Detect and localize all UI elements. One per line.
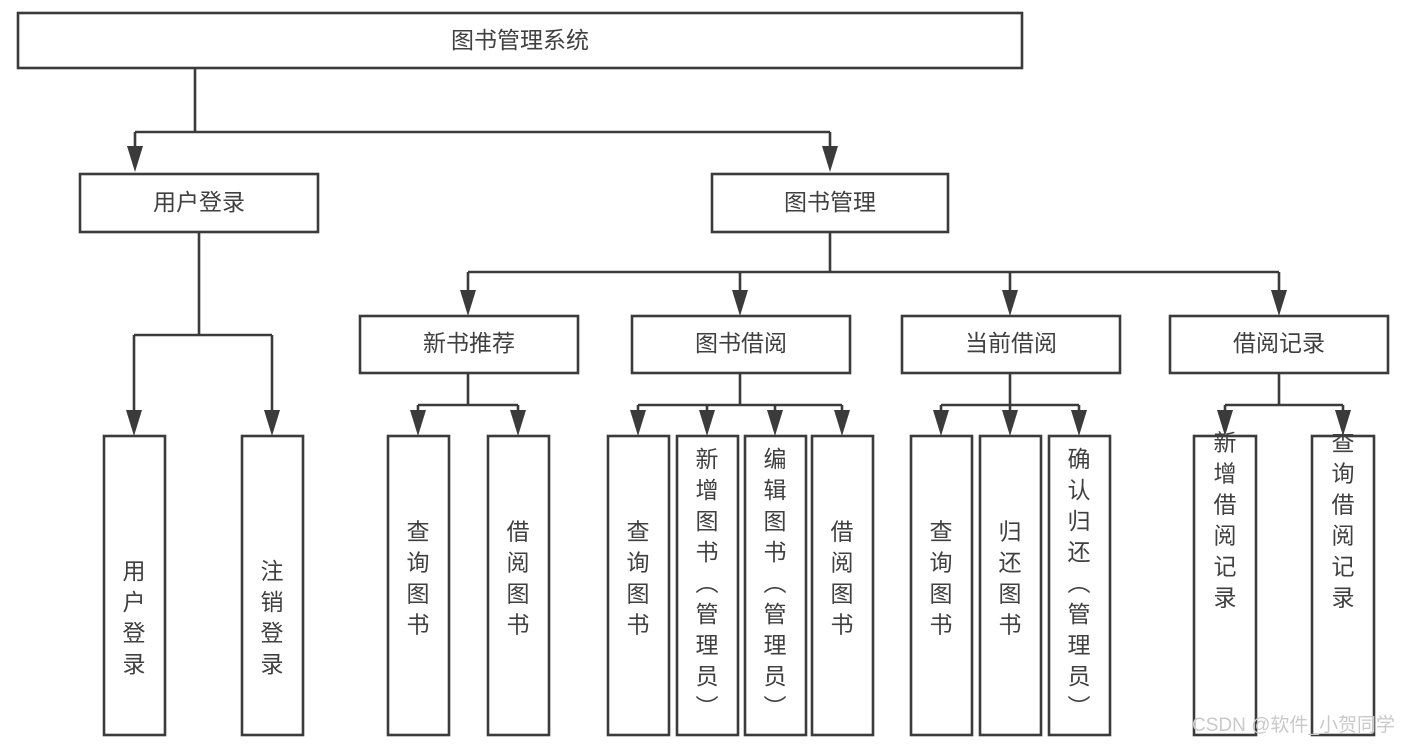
leaf-current-borrow-0-label: 查询图书	[930, 519, 953, 638]
leaf-user-login-0-label: 用户登录	[123, 558, 146, 677]
leaf-book-borrow-2-label: 编辑图书︵管理员︶	[764, 446, 787, 720]
node-current-borrow-label: 当前借阅	[965, 330, 1057, 356]
leaf-current-borrow-1-box[interactable]	[978, 434, 1043, 737]
node-borrow-record-box[interactable]	[1168, 314, 1390, 375]
arrow-user-login-leaf-0-icon	[126, 410, 142, 436]
arrow-root-to-user-login-icon	[127, 146, 143, 172]
arrow-borrow-leaf-0-icon	[630, 410, 646, 436]
node-user-login-box[interactable]	[78, 172, 320, 234]
leaf-current-borrow-2[interactable]: 确认归还︵管理员︶	[1047, 434, 1112, 737]
leaf-user-login-0-box[interactable]	[102, 434, 167, 737]
leaf-new-book-recommend-0-box[interactable]	[386, 434, 451, 737]
arrow-recommend-leaf-0-icon	[410, 410, 426, 436]
leaf-current-borrow-1[interactable]: 归还图书	[978, 434, 1043, 737]
node-root[interactable]: 图书管理系统	[16, 11, 1024, 70]
node-borrow-record[interactable]: 借阅记录	[1168, 314, 1390, 375]
arrow-current-leaf-0-icon	[933, 410, 949, 436]
arrow-root-to-book-mgmt-icon	[822, 146, 838, 172]
leaf-book-borrow-0-label: 查询图书	[627, 519, 650, 638]
arrow-book-mgmt-child-0-icon	[460, 290, 476, 316]
node-book-management[interactable]: 图书管理	[710, 172, 950, 234]
arrow-user-login-leaf-1-icon	[264, 410, 280, 436]
leaf-current-borrow-0[interactable]: 查询图书	[909, 434, 974, 737]
arrow-borrow-leaf-3-icon	[834, 410, 850, 436]
leaf-user-login-1[interactable]: 注销登录	[240, 434, 305, 737]
node-new-book-recommend[interactable]: 新书推荐	[358, 314, 580, 375]
arrow-borrow-leaf-2-icon	[767, 410, 783, 436]
watermark-label: CSDN @软件_小贺同学	[1192, 714, 1395, 736]
node-book-management-box[interactable]	[710, 172, 950, 234]
leaf-current-borrow-2-box[interactable]	[1047, 434, 1112, 737]
leaf-borrow-record-1[interactable]: 查询借阅记录	[1310, 430, 1376, 737]
leaf-book-borrow-1[interactable]: 新增图书︵管理员︶	[675, 434, 740, 737]
leaf-borrow-record-1-box[interactable]	[1310, 434, 1376, 737]
leaf-user-login-1-label: 注销登录	[261, 558, 284, 677]
node-book-borrow-label: 图书借阅	[695, 330, 787, 356]
arrow-current-leaf-2-icon	[1071, 410, 1087, 436]
arrow-book-mgmt-child-3-icon	[1271, 290, 1287, 316]
leaf-new-book-recommend-1-label: 借阅图书	[507, 519, 530, 638]
leaf-current-borrow-1-label: 归还图书	[999, 519, 1022, 638]
leaf-current-borrow-0-box[interactable]	[909, 434, 974, 737]
arrow-book-mgmt-child-1-icon	[732, 290, 748, 316]
connector-layer	[126, 68, 1351, 436]
arrow-book-mgmt-child-2-icon	[1002, 290, 1018, 316]
leaf-book-borrow-3-box[interactable]	[810, 434, 875, 737]
leaf-user-login-0[interactable]: 用户登录	[102, 434, 167, 737]
leaf-user-login-1-box[interactable]	[240, 434, 305, 737]
leaf-book-borrow-3-label: 借阅图书	[831, 519, 854, 638]
leaf-book-borrow-1-label: 新增图书︵管理员︶	[696, 446, 719, 720]
node-current-borrow[interactable]: 当前借阅	[900, 314, 1122, 375]
leaf-new-book-recommend-0-label: 查询图书	[407, 519, 430, 638]
leaf-book-borrow-3[interactable]: 借阅图书	[810, 434, 875, 737]
node-current-borrow-box[interactable]	[900, 314, 1122, 375]
node-root-label: 图书管理系统	[451, 27, 589, 53]
leaf-borrow-record-0-label: 新增借阅记录	[1214, 430, 1237, 611]
leaf-new-book-recommend-1-box[interactable]	[486, 434, 551, 737]
leaf-book-borrow-1-box[interactable]	[675, 434, 740, 737]
node-user-login-label: 用户登录	[153, 189, 245, 215]
leaf-current-borrow-2-label: 确认归还︵管理员︶	[1068, 446, 1091, 720]
leaf-book-borrow-2[interactable]: 编辑图书︵管理员︶	[743, 434, 808, 737]
node-new-book-recommend-label: 新书推荐	[423, 330, 515, 356]
leaf-book-borrow-0[interactable]: 查询图书	[606, 434, 671, 737]
node-user-login[interactable]: 用户登录	[78, 172, 320, 234]
leaf-new-book-recommend-1[interactable]: 借阅图书	[486, 434, 551, 737]
leaf-borrow-record-0-box[interactable]	[1192, 434, 1258, 737]
node-new-book-recommend-box[interactable]	[358, 314, 580, 375]
arrow-recommend-leaf-1-icon	[510, 410, 526, 436]
node-book-management-label: 图书管理	[784, 189, 876, 215]
leaf-borrow-record-1-label: 查询借阅记录	[1332, 430, 1355, 611]
arrow-borrow-leaf-1-icon	[699, 410, 715, 436]
node-root-box[interactable]	[16, 11, 1024, 70]
arrow-record-leaf-0-icon	[1217, 410, 1233, 436]
leaf-borrow-record-0[interactable]: 新增借阅记录	[1192, 430, 1258, 737]
leaf-new-book-recommend-0[interactable]: 查询图书	[386, 434, 451, 737]
leaf-book-borrow-0-box[interactable]	[606, 434, 671, 737]
leaf-book-borrow-2-box[interactable]	[743, 434, 808, 737]
arrow-current-leaf-1-icon	[1002, 410, 1018, 436]
node-book-borrow[interactable]: 图书借阅	[630, 314, 852, 375]
node-borrow-record-label: 借阅记录	[1233, 330, 1325, 356]
arrow-record-leaf-1-icon	[1335, 410, 1351, 436]
node-book-borrow-box[interactable]	[630, 314, 852, 375]
